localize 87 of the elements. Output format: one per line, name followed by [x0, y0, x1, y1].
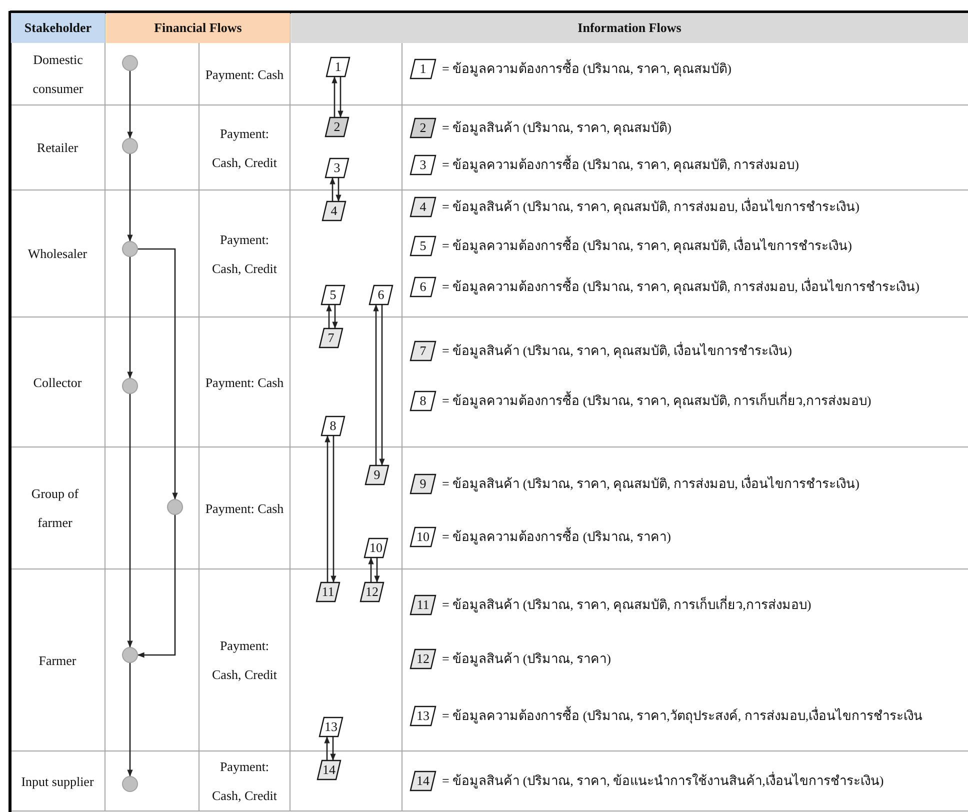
arrow [330, 737, 336, 761]
parallelogram-box: 7 [319, 328, 343, 348]
definition-text: = ข้อมูลความต้องการซื้อ (ปริมาณ, ราคา, คุณสมบัติ, การส่งมอบ) [442, 156, 799, 174]
parallelogram-box: 1 [410, 59, 436, 79]
parallelogram-box: 7 [410, 341, 436, 361]
arrow [324, 736, 330, 760]
definition-text: = ข้อมูลความต้องการซื้อ (ปริมาณ, ราคา, คุณสมบัติ, การส่งมอบ, เงื่อนไขการชำระเงิน) [442, 278, 920, 296]
parallelogram-box: 5 [321, 285, 345, 305]
column-header: Financial Flows [106, 13, 290, 43]
stakeholder-name: Collector [32, 374, 83, 392]
stakeholder-name: Domestic consumer [32, 51, 84, 98]
parallelogram-box: 14 [317, 760, 341, 780]
stakeholder-name: Input supplier [20, 772, 95, 791]
parallelogram-box: 1 [326, 57, 350, 77]
arrow [324, 435, 330, 582]
definition-text: = ข้อมูลสินค้า (ปริมาณ, ราคา, คุณสมบัติ, การส่งมอบ, เงื่อนไขการชำระเงิน) [442, 475, 860, 493]
arrow [330, 177, 336, 201]
payment-text: Payment: Cash [204, 500, 285, 518]
parallelogram-box: 12 [360, 582, 384, 602]
stakeholder-name: Retailer [36, 139, 80, 157]
arrow [332, 76, 338, 117]
parallelogram-box: 12 [410, 649, 436, 669]
definition-text: = ข้อมูลสินค้า (ปริมาณ, ราคา, คุณสมบัติ) [442, 119, 672, 137]
parallelogram-box: 10 [364, 538, 388, 558]
parallelogram-box: 2 [325, 117, 349, 137]
parallelogram-box: 10 [410, 527, 436, 547]
stakeholder-name: Farmer [38, 652, 78, 670]
payment-text: Payment: Cash [204, 374, 285, 392]
parallelogram-box: 5 [410, 236, 436, 256]
node-circle [122, 138, 138, 154]
node-circle [122, 647, 138, 663]
parallelogram-box: 6 [369, 285, 393, 305]
payment-text: Payment: Cash, Credit [211, 758, 278, 805]
definition-text: = ข้อมูลความต้องการซื้อ (ปริมาณ, ราคา, คุณสมบัติ) [442, 60, 732, 78]
node-circle [122, 378, 138, 394]
arrow [368, 557, 374, 582]
parallelogram-box: 9 [365, 465, 389, 485]
payment-text: Payment: Cash, Credit [211, 230, 278, 278]
arrow [138, 248, 178, 500]
stakeholder-name: Wholesaler [26, 245, 88, 263]
definition-text: = ข้อมูลสินค้า (ปริมาณ, ราคา, คุณสมบัติ, การส่งมอบ, เงื่อนไขการชำระเงิน) [442, 198, 860, 216]
parallelogram-box: 3 [325, 158, 349, 178]
arrow [373, 304, 379, 465]
parallelogram-box: 3 [410, 155, 436, 175]
parallelogram-box: 8 [321, 416, 345, 436]
arrow [127, 394, 133, 648]
parallelogram-box: 4 [410, 197, 436, 217]
node-circle [122, 55, 138, 71]
arrow [374, 558, 380, 583]
arrow [336, 178, 342, 202]
arrow [330, 436, 336, 583]
arrow [379, 305, 385, 466]
parallelogram-box: 11 [410, 595, 436, 615]
node-circle [167, 499, 183, 515]
parallelogram-box: 14 [410, 771, 436, 791]
arrow [127, 257, 133, 379]
arrow [326, 304, 332, 328]
arrow [137, 515, 176, 658]
payment-text: Payment: Cash, Credit [211, 637, 278, 684]
node-circle [122, 241, 138, 257]
definition-text: = ข้อมูลความต้องการซื้อ (ปริมาณ, ราคา, คุณสมบัติ, การเก็บเกี่ยว,การส่งมอบ) [442, 392, 872, 410]
definition-text: = ข้อมูลความต้องการซื้อ (ปริมาณ, ราคา, คุณสมบัติ, เงื่อนไขการชำระเงิน) [442, 237, 852, 255]
parallelogram-box: 4 [322, 201, 346, 221]
definition-text: = ข้อมูลความต้องการซื้อ (ปริมาณ, ราคา) [442, 528, 671, 546]
definition-text: = ข้อมูลสินค้า (ปริมาณ, ราคา, คุณสมบัติ, เงื่อนไขการชำระเงิน) [442, 342, 792, 360]
definition-text: = ข้อมูลความต้องการซื้อ (ปริมาณ, ราคา,วัตถุประสงค์, การส่งมอบ,เงื่อนไขการชำระเงิน [442, 707, 923, 725]
arrow [127, 154, 133, 242]
parallelogram-box: 2 [410, 118, 436, 138]
node-circle [122, 776, 138, 792]
arrow [127, 663, 133, 777]
definition-text: = ข้อมูลสินค้า (ปริมาณ, ราคา, ข้อแนะนำการใช้งานสินค้า,เงื่อนไขการชำระเงิน) [442, 772, 884, 790]
parallelogram-box: 9 [410, 474, 436, 494]
parallelogram-box: 8 [410, 391, 436, 411]
parallelogram-box: 6 [410, 277, 436, 297]
parallelogram-box: 13 [410, 706, 436, 726]
arrow [332, 305, 338, 329]
definition-text: = ข้อมูลสินค้า (ปริมาณ, ราคา) [442, 650, 611, 668]
parallelogram-box: 13 [319, 717, 343, 737]
payment-text: Payment: Cash [204, 66, 285, 84]
stakeholder-name: Group of farmer [30, 485, 80, 532]
parallelogram-box: 11 [316, 582, 340, 602]
payment-text: Payment: Cash, Credit [211, 124, 278, 172]
column-header: Information Flows [291, 13, 968, 43]
definition-text: = ข้อมูลสินค้า (ปริมาณ, ราคา, คุณสมบัติ, การเก็บเกี่ยว,การส่งมอบ) [442, 596, 812, 614]
arrow [338, 77, 344, 118]
arrow [127, 71, 133, 139]
column-header: Stakeholder [11, 13, 105, 43]
